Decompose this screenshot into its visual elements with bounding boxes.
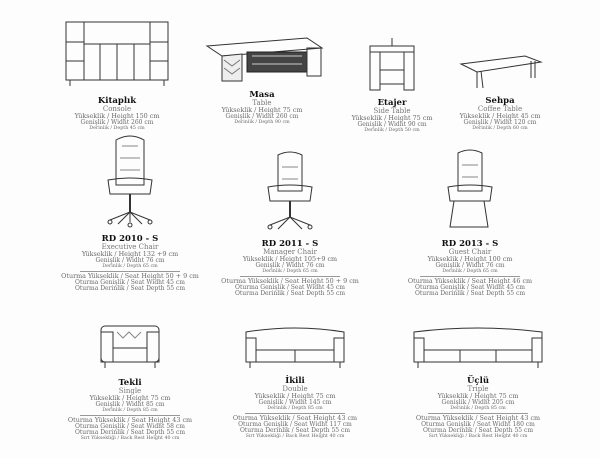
product-6: RD 2013 - S Guest Chair Yükseklik / Heig…: [385, 145, 555, 297]
product-name: Sehpa: [485, 95, 515, 106]
product-subtitle: Guest Chair: [448, 247, 492, 256]
product-2: Etajer Side Table Yükseklik / Height 75 …: [307, 36, 477, 133]
executive-chair-icon: [45, 130, 215, 234]
double-sofa-icon: [210, 322, 380, 376]
seat-spec: Oturma Genişlik / Seat Widht 45 cm: [235, 283, 345, 291]
seat-spec: Oturma Derinlik / Seat Depth 55 cm: [414, 290, 526, 298]
product-name: Üçlü: [467, 375, 489, 386]
depth-spec: Derinlik / Depth 65 cm: [442, 269, 498, 275]
manager-chair-icon: [205, 145, 375, 239]
depth-spec: Derinlik / Depth 60 cm: [472, 126, 528, 132]
seat-spec: Oturma Yükseklik / Seat Height 46 cm: [407, 277, 533, 286]
seat-spec: Oturma Derinlik / Seat Depth 55 cm: [74, 285, 186, 293]
product-subtitle: Table: [252, 98, 272, 107]
depth-spec: Derinlik / Depth 65 cm: [262, 269, 318, 275]
product-name: Masa: [249, 89, 275, 100]
height-spec: Yükseklik / Height 75 cm: [89, 394, 171, 403]
width-spec: Genişlik / Widht 76 cm: [435, 261, 505, 269]
product-5: RD 2011 - S Manager Chair Yükseklik / He…: [205, 145, 375, 297]
coffee-table-icon: [415, 48, 585, 96]
seat-spec: Oturma Derinlik / Seat Depth 55 cm: [234, 290, 346, 298]
seat-spec: Oturma Genişlik / Seat Widht 58 cm: [75, 422, 185, 430]
seat-spec: Oturma Yükseklik / Seat Height 50 + 9 cm: [61, 272, 199, 281]
product-name: RD 2011 - S: [261, 238, 319, 249]
triple-sofa-icon: [393, 322, 563, 376]
height-spec: Yükseklik / Height 75 cm: [254, 392, 336, 401]
product-name: RD 2010 - S: [101, 233, 159, 244]
depth-spec: Derinlik / Depth 85 cm: [102, 408, 158, 414]
seat-spec: Sırt Yüksekliği / Back Rest Height 40 cm: [245, 434, 345, 440]
depth-spec: Derinlik / Depth 45 cm: [89, 126, 145, 132]
seat-spec: Oturma Genişlik / Seat Widht 117 cm: [238, 420, 352, 428]
divider: [428, 412, 528, 414]
guest-chair-icon: [385, 145, 555, 239]
seat-spec: Oturma Yükseklik / Seat Height 43 cm: [67, 416, 193, 425]
width-spec: Genişlik / Widht 205 cm: [441, 398, 515, 406]
seat-spec: Oturma Genişlik / Seat Widht 45 cm: [415, 283, 525, 291]
side-table-icon: [307, 36, 477, 98]
height-spec: Yükseklik / Height 132 +9 cm: [81, 250, 179, 259]
product-subtitle: Double: [282, 384, 308, 393]
product-1: Masa Table Yükseklik / Height 75 cm Geni…: [177, 26, 347, 125]
divider: [245, 412, 345, 414]
divider: [240, 275, 340, 277]
depth-spec: Derinlik / Depth 90 cm: [234, 120, 290, 126]
depth-spec: Derinlik / Depth 85 cm: [267, 406, 323, 412]
seat-spec: Oturma Yükseklik / Seat Height 50 + 9 cm: [221, 277, 359, 286]
width-spec: Genişlik / Widht 145 cm: [258, 398, 332, 406]
depth-spec: Derinlik / Depth 50 cm: [364, 128, 420, 134]
seat-spec: Oturma Derinlik / Seat Depth 55 cm: [239, 427, 351, 435]
depth-spec: Derinlik / Depth 85 cm: [450, 406, 506, 412]
seat-spec: Oturma Yükseklik / Seat Height 43 cm: [232, 414, 358, 423]
seat-spec: Oturma Yükseklik / Seat Height 43 cm: [415, 414, 541, 423]
seat-spec: Oturma Genişlik / Seat Widht 45 cm: [75, 278, 185, 286]
height-spec: Yükseklik / Height 75 cm: [437, 392, 519, 401]
seat-spec: Oturma Genişlik / Seat Widht 180 cm: [421, 420, 535, 428]
width-spec: Genişlik / Widht 120 cm: [463, 118, 537, 126]
product-subtitle: Executive Chair: [101, 242, 159, 251]
product-subtitle: Triple: [467, 384, 489, 393]
single-sofa-icon: [45, 318, 215, 378]
divider: [80, 270, 180, 272]
seat-spec: Sırt Yüksekliği / Back Rest Height 40 cm: [428, 434, 528, 440]
height-spec: Yükseklik / Height 100 cm: [427, 255, 513, 264]
product-9: Üçlü Triple Yükseklik / Height 75 cm Gen…: [393, 322, 563, 439]
width-spec: Genişlik / Widht 260 cm: [80, 118, 154, 126]
console-icon: [32, 14, 202, 96]
product-7: Tekli Single Yükseklik / Height 75 cm Ge…: [45, 318, 215, 441]
product-subtitle: Coffee Table: [477, 104, 523, 113]
width-spec: Genişlik / Widht 90 cm: [357, 120, 427, 128]
height-spec: Yükseklik / Height 75 cm: [221, 106, 303, 115]
height-spec: Yükseklik / Height 45 cm: [459, 112, 541, 121]
product-3: Sehpa Coffee Table Yükseklik / Height 45…: [415, 48, 585, 131]
product-name: Tekli: [118, 377, 142, 388]
width-spec: Genişlik / Widht 76 cm: [255, 261, 325, 269]
product-name: Kitaplık: [97, 95, 137, 106]
product-subtitle: Single: [118, 386, 142, 395]
seat-spec: Sırt Yüksekliği / Back Rest Height 40 cm: [80, 436, 180, 442]
height-spec: Yükseklik / Height 75 cm: [351, 114, 433, 123]
width-spec: Genişlik / Widht 85 cm: [95, 400, 165, 408]
divider: [80, 414, 180, 416]
divider: [420, 275, 520, 277]
product-0: Kitaplık Console Yükseklik / Height 150 …: [32, 14, 202, 131]
desk-icon: [177, 26, 347, 90]
product-name: Etajer: [377, 97, 407, 108]
height-spec: Yükseklik / Height 150 cm: [74, 112, 160, 121]
seat-spec: Oturma Derinlik / Seat Depth 55 cm: [422, 427, 534, 435]
depth-spec: Derinlik / Depth 65 cm: [102, 264, 158, 270]
product-subtitle: Manager Chair: [263, 247, 317, 256]
width-spec: Genişlik / Widht 76 cm: [95, 256, 165, 264]
product-name: RD 2013 - S: [441, 238, 499, 249]
product-8: İkili Double Yükseklik / Height 75 cm Ge…: [210, 322, 380, 439]
product-name: İkili: [285, 375, 305, 386]
product-subtitle: Console: [102, 104, 132, 113]
width-spec: Genişlik / Widht 260 cm: [225, 112, 299, 120]
product-4: RD 2010 - S Executive Chair Yükseklik / …: [45, 130, 215, 292]
product-subtitle: Side Table: [373, 106, 411, 115]
height-spec: Yükseklik / Height 105+9 cm: [242, 255, 338, 264]
seat-spec: Oturma Derinlik / Seat Depth 55 cm: [74, 429, 186, 437]
